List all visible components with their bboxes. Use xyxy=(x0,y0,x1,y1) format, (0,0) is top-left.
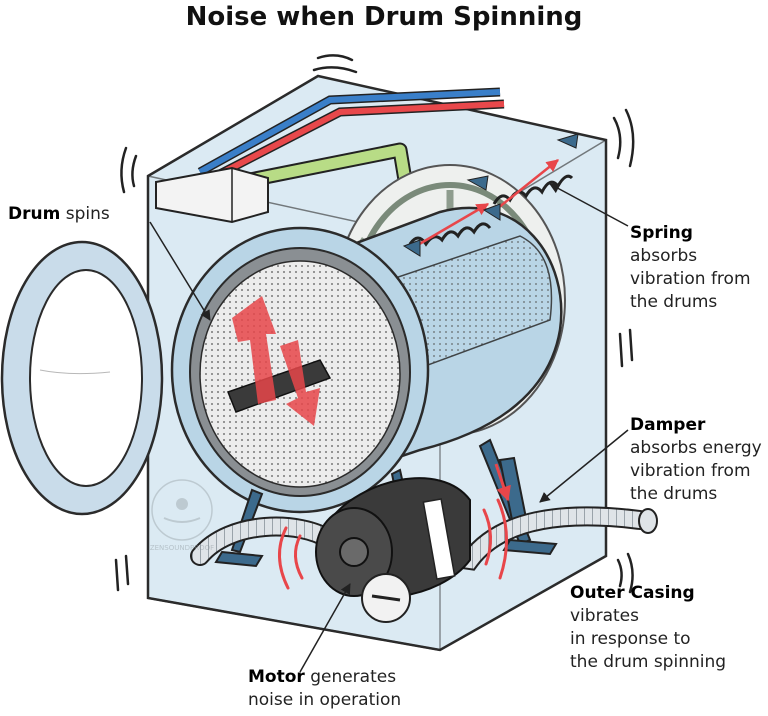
label-drum-bold: Drum xyxy=(8,204,61,224)
watermark-text: ZENSOUNDPROOF xyxy=(150,544,214,552)
label-damper-line: absorbs energy xyxy=(630,438,762,458)
water-hoses xyxy=(197,87,505,212)
drum-spin-arrows xyxy=(232,296,320,426)
vibration-marks xyxy=(114,54,635,594)
label-drum-text: spins xyxy=(60,204,110,224)
label-motor: Motor generates noise in operation xyxy=(248,666,401,712)
motor xyxy=(315,477,471,623)
label-damper: Damper absorbs energy vibration from the… xyxy=(630,414,762,506)
label-spring-line: absorbs xyxy=(630,246,698,266)
label-casing-line: the drum spinning xyxy=(570,652,727,672)
label-outer-casing: Outer Casing vibrates in response to the… xyxy=(570,582,768,674)
watermark-logo: ZENSOUNDPROOF xyxy=(150,479,214,552)
leader-lines xyxy=(149,183,629,673)
label-spring-line: the drums xyxy=(630,292,718,312)
label-spring: Spring absorbs vibration from the drums xyxy=(630,222,751,314)
label-drum: Drum spins xyxy=(8,203,110,226)
label-casing-text: vibrates xyxy=(570,606,639,626)
label-spring-bold: Spring xyxy=(630,223,693,243)
label-casing-bold: Outer Casing xyxy=(570,583,695,603)
label-damper-line: the drums xyxy=(630,484,718,504)
label-motor-line: noise in operation xyxy=(248,690,402,710)
page-title: Noise when Drum Spinning xyxy=(185,2,583,32)
control-box xyxy=(155,166,269,224)
label-damper-line: vibration from xyxy=(630,461,751,481)
door xyxy=(0,240,164,516)
noise-waves xyxy=(277,498,508,590)
label-spring-line: vibration from xyxy=(630,269,751,289)
label-motor-text: generates xyxy=(304,667,397,687)
label-motor-bold: Motor xyxy=(248,667,305,687)
label-damper-bold: Damper xyxy=(630,415,706,435)
label-casing-line: in response to xyxy=(570,629,691,649)
